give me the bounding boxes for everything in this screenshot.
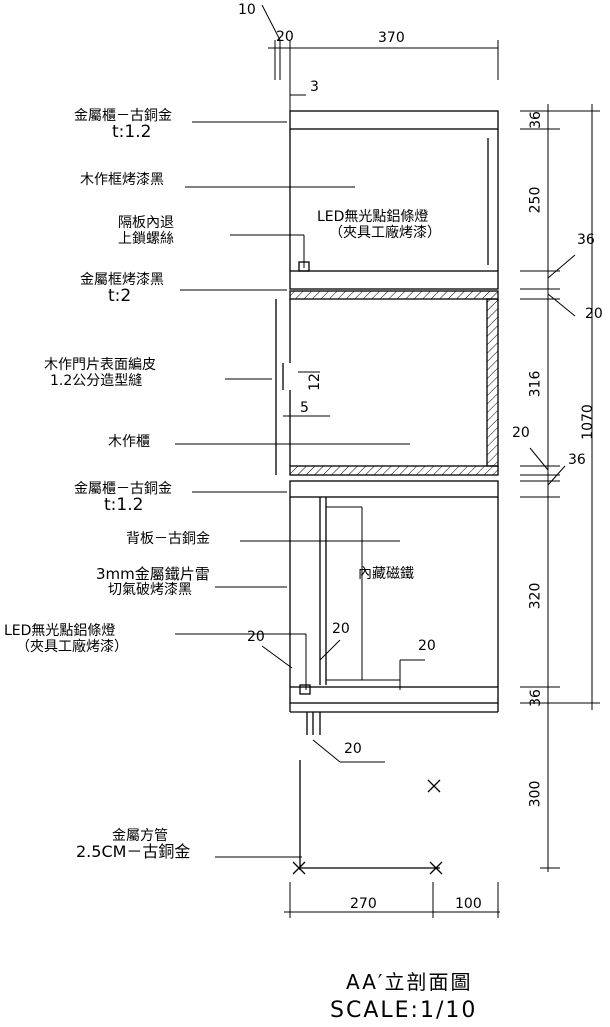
label-metal-cabinet-bottom: 金屬櫃－古銅金 t:1.2 — [74, 481, 172, 515]
label-door-panel-line1: 木作門片表面編皮 — [44, 357, 156, 373]
label-door-panel-line2: 1.2公分造型縫 — [50, 373, 143, 389]
dim-bottom-100: 100 — [455, 896, 482, 912]
label-shelf-line2: 上鎖螺絲 — [118, 231, 174, 247]
drawing-title: AA′立剖面圖 — [346, 970, 473, 994]
dimension-lines — [261, 4, 600, 918]
label-iron-sheet: 3mm金屬鐵片雷 切氣破烤漆黑 — [96, 566, 210, 598]
dim-right-320: 320 — [527, 582, 544, 610]
dim-inner-20-a: 20 — [247, 629, 265, 645]
leader-lines — [175, 121, 410, 858]
dim-right-36-d: 36 — [527, 689, 544, 707]
label-wood-cabinet: 木作櫃 — [108, 434, 150, 450]
label-metal-frame-line2: t:2 — [108, 286, 132, 306]
dim-top-370: 370 — [378, 30, 405, 46]
label-square-tube: 金屬方管 2.5CM－古銅金 — [76, 828, 190, 860]
dim-right-36-b: 36 — [577, 232, 595, 248]
dim-right-20-a: 20 — [585, 306, 603, 322]
label-led-bottom: LED無光點鋁條燈 （夾具工廠烤漆） — [4, 623, 128, 655]
label-led-bottom-line1: LED無光點鋁條燈 — [4, 623, 116, 639]
dim-top-3: 3 — [310, 79, 319, 95]
label-wood-frame: 木作框烤漆黑 — [80, 172, 164, 188]
cabinet-outline — [275, 110, 499, 875]
dim-right-36-c: 36 — [568, 452, 586, 468]
dim-right-36-a: 36 — [527, 111, 544, 129]
label-metal-cabinet-top-line2: t:1.2 — [112, 122, 152, 142]
dim-right-1070: 1070 — [579, 404, 596, 440]
label-led-top-line1: LED無光點鋁條燈 — [317, 209, 429, 225]
dim-right-316: 316 — [527, 370, 544, 398]
dim-gap-12: 12 — [306, 373, 323, 391]
label-led-top: LED無光點鋁條燈 （夾具工廠烤漆） — [317, 209, 441, 241]
label-metal-frame: 金屬框烤漆黑 t:2 — [80, 272, 164, 306]
dim-right-250: 250 — [527, 186, 544, 214]
label-led-top-line2: （夾具工廠烤漆） — [329, 225, 441, 241]
dim-right-300: 300 — [527, 780, 544, 808]
label-metal-cabinet-bottom-line1: 金屬櫃－古銅金 — [74, 481, 172, 497]
label-magnet: 內藏磁鐵 — [358, 566, 414, 582]
dim-leg-20: 20 — [344, 741, 362, 757]
dim-top-10: 10 — [238, 2, 256, 18]
label-led-bottom-line2: （夾具工廠烤漆） — [16, 639, 128, 655]
dim-top-20: 20 — [276, 29, 294, 45]
dim-inner-20-b: 20 — [332, 621, 350, 637]
dim-right-20-b: 20 — [512, 425, 530, 441]
dim-inner-20-c: 20 — [418, 638, 436, 654]
label-iron-sheet-line2: 切氣破烤漆黑 — [108, 582, 192, 598]
label-shelf: 隔板內退 上鎖螺絲 — [118, 215, 174, 247]
dim-gap-5: 5 — [300, 400, 309, 416]
label-metal-cabinet-top-line1: 金屬櫃－古銅金 — [74, 108, 172, 124]
label-shelf-line1: 隔板內退 — [118, 215, 174, 231]
dim-bottom-270: 270 — [350, 896, 377, 912]
label-metal-frame-line1: 金屬框烤漆黑 — [80, 272, 164, 288]
drawing-scale: SCALE:1/10 — [330, 998, 478, 1023]
label-iron-sheet-line1: 3mm金屬鐵片雷 — [96, 565, 210, 583]
label-metal-cabinet-bottom-line2: t:1.2 — [104, 495, 144, 515]
label-metal-cabinet-top: 金屬櫃－古銅金 t:1.2 — [74, 108, 172, 142]
label-square-tube-line2: 2.5CM－古銅金 — [76, 842, 191, 861]
label-square-tube-line1: 金屬方管 — [112, 828, 168, 844]
label-back-panel: 背板－古銅金 — [126, 531, 210, 547]
label-door-panel: 木作門片表面編皮 1.2公分造型縫 — [44, 357, 156, 389]
